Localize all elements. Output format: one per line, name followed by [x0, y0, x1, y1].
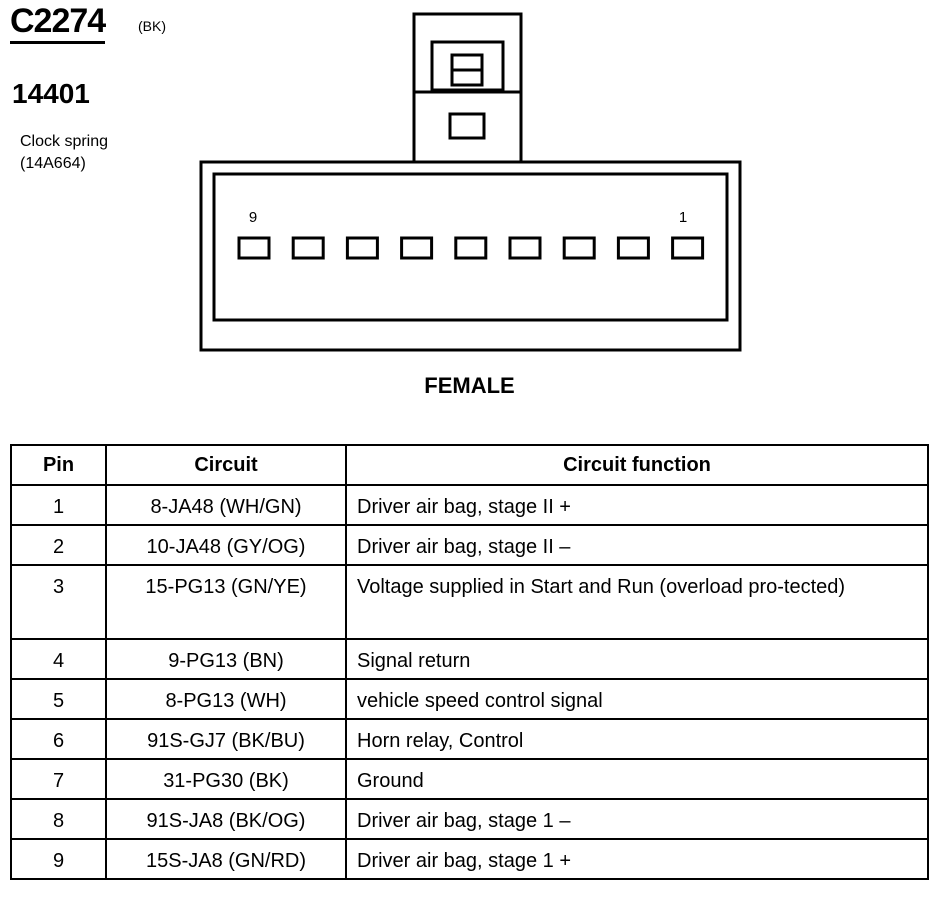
function-cell: Driver air bag, stage 1 +: [345, 838, 929, 880]
circuit-cell: 91S-JA8 (BK/OG): [105, 798, 347, 840]
pin-cavity: [345, 236, 379, 260]
circuit-cell: 15-PG13 (GN/YE): [105, 564, 347, 640]
pin-cavity: [616, 236, 650, 260]
pin-cell: 4: [10, 638, 107, 680]
circuit-cell: 9-PG13 (BN): [105, 638, 347, 680]
pin-cell: 7: [10, 758, 107, 800]
pin-cell: 8: [10, 798, 107, 840]
connector-body-outer: [199, 160, 742, 352]
function-cell: vehicle speed control signal: [345, 678, 929, 720]
function-cell: Voltage supplied in Start and Run (overl…: [345, 564, 929, 640]
function-cell: Horn relay, Control: [345, 718, 929, 760]
connector-id: C2274: [10, 4, 106, 44]
function-cell: Signal return: [345, 638, 929, 680]
latch-housing: [412, 12, 523, 164]
pin-cavity: [454, 236, 488, 260]
connector-color-code: (BK): [138, 18, 166, 34]
latch-window: [448, 112, 486, 140]
function-cell: Driver air bag, stage II –: [345, 524, 929, 566]
function-cell: Driver air bag, stage II +: [345, 484, 929, 526]
view-label: FEMALE: [424, 373, 515, 398]
pin-cell: 2: [10, 524, 107, 566]
pin-label-right: 1: [679, 209, 687, 226]
pin-cavity: [562, 236, 596, 260]
pin-cavity: [671, 236, 705, 260]
pin-cell: 5: [10, 678, 107, 720]
pin-cell: 6: [10, 718, 107, 760]
pin-cell: 3: [10, 564, 107, 640]
circuit-cell: 31-PG30 (BK): [105, 758, 347, 800]
header-function: Circuit function: [345, 444, 929, 486]
circuit-cell: 10-JA48 (GY/OG): [105, 524, 347, 566]
circuit-cell: 91S-GJ7 (BK/BU): [105, 718, 347, 760]
pin-cavity: [237, 236, 271, 260]
pin-cavity: [400, 236, 434, 260]
circuit-cell: 8-JA48 (WH/GN): [105, 484, 347, 526]
part-number: 14401: [12, 78, 90, 109]
table-header-row: Pin Circuit Circuit function: [10, 444, 929, 486]
pin-cell: 1: [10, 484, 107, 526]
pin-cavities: [237, 236, 705, 260]
component-name: Clock spring: [20, 133, 109, 150]
circuit-cell: 15S-JA8 (GN/RD): [105, 838, 347, 880]
pin-cavity: [508, 236, 542, 260]
component-part-number: (14A664): [20, 155, 86, 172]
function-cell: Ground: [345, 758, 929, 800]
pin-cavity: [291, 236, 325, 260]
connector-drawing: 9 1: [199, 12, 742, 352]
header-pin: Pin: [10, 444, 107, 486]
pin-label-left: 9: [249, 209, 257, 226]
function-cell: Driver air bag, stage 1 –: [345, 798, 929, 840]
header-circuit: Circuit: [105, 444, 347, 486]
pin-cell: 9: [10, 838, 107, 880]
connector-body-inner: [212, 172, 729, 322]
latch-tab: [430, 40, 505, 92]
circuit-cell: 8-PG13 (WH): [105, 678, 347, 720]
